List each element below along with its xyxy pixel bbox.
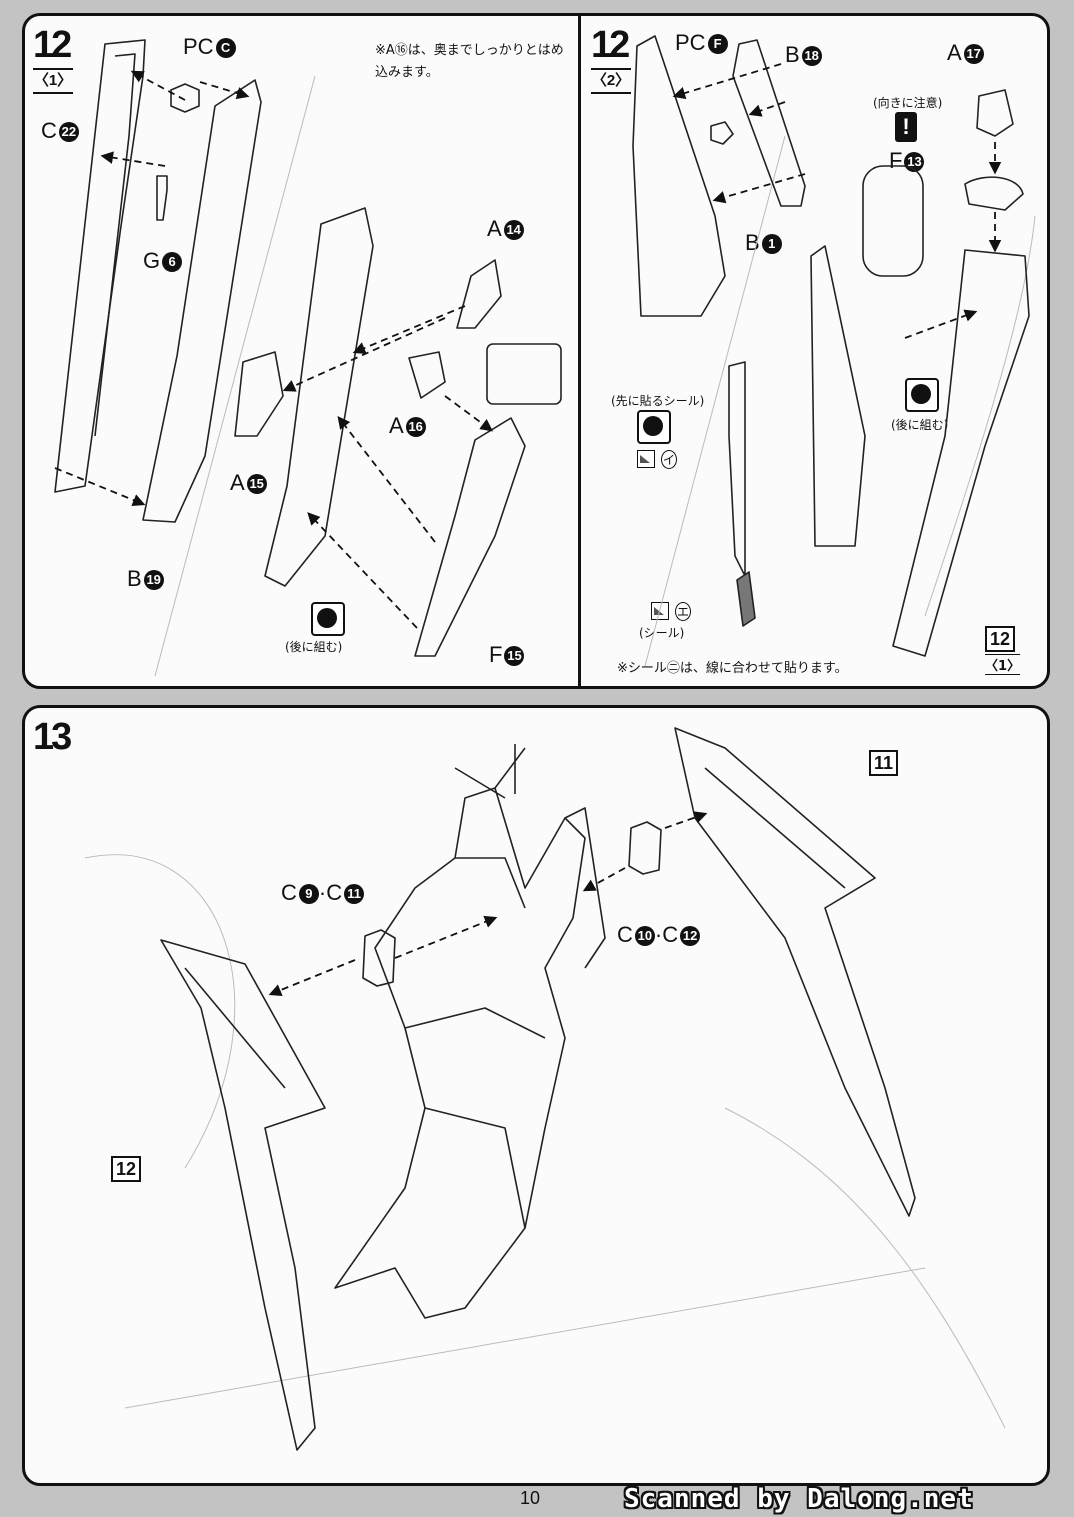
panel-divider [578, 16, 581, 686]
seal-e-mark: エ [675, 602, 691, 621]
scanner-watermark: Scanned by Dalong.net [624, 1484, 974, 1514]
step-12-line-art [54, 35, 1036, 677]
assemble-later-icon-1 [311, 602, 345, 636]
step-number-13: 13 [33, 716, 72, 758]
substep-2: 〈2〉 [591, 68, 631, 94]
seal-i-icon [637, 450, 655, 468]
ref-box-sub: 〈1〉 [985, 654, 1021, 675]
caption-apply-seal-first: (先に貼るシール) [611, 394, 705, 408]
page-number: 10 [520, 1488, 541, 1508]
note-seal-e: ※シール㊁は、線に合わせて貼ります。 [617, 661, 848, 676]
ref-box-12: 12 [985, 626, 1016, 652]
caption-seal: (シール) [639, 626, 685, 640]
warning-icon: ! [895, 112, 917, 142]
step-13-line-art [84, 727, 1006, 1451]
caption-assemble-later-2: (後に組む) [891, 418, 949, 432]
step-number-12-2: 12 [591, 24, 630, 66]
caption-assemble-later-1: (後に組む) [285, 640, 343, 654]
caption-direction-warning: (向きに注意) [873, 96, 943, 110]
ref-box-12-bottom: 12 [111, 1156, 142, 1182]
seal-first-icon [637, 410, 671, 444]
seal-i-mark: イ [661, 450, 677, 469]
ref-box-11: 11 [869, 750, 899, 776]
step-number-12-1: 12 [33, 24, 72, 66]
assemble-later-icon-2 [905, 378, 939, 412]
note-a16: ※A⑯は、奥までしっかりとはめ込みます。 [375, 43, 564, 80]
substep-1: 〈1〉 [33, 68, 73, 94]
